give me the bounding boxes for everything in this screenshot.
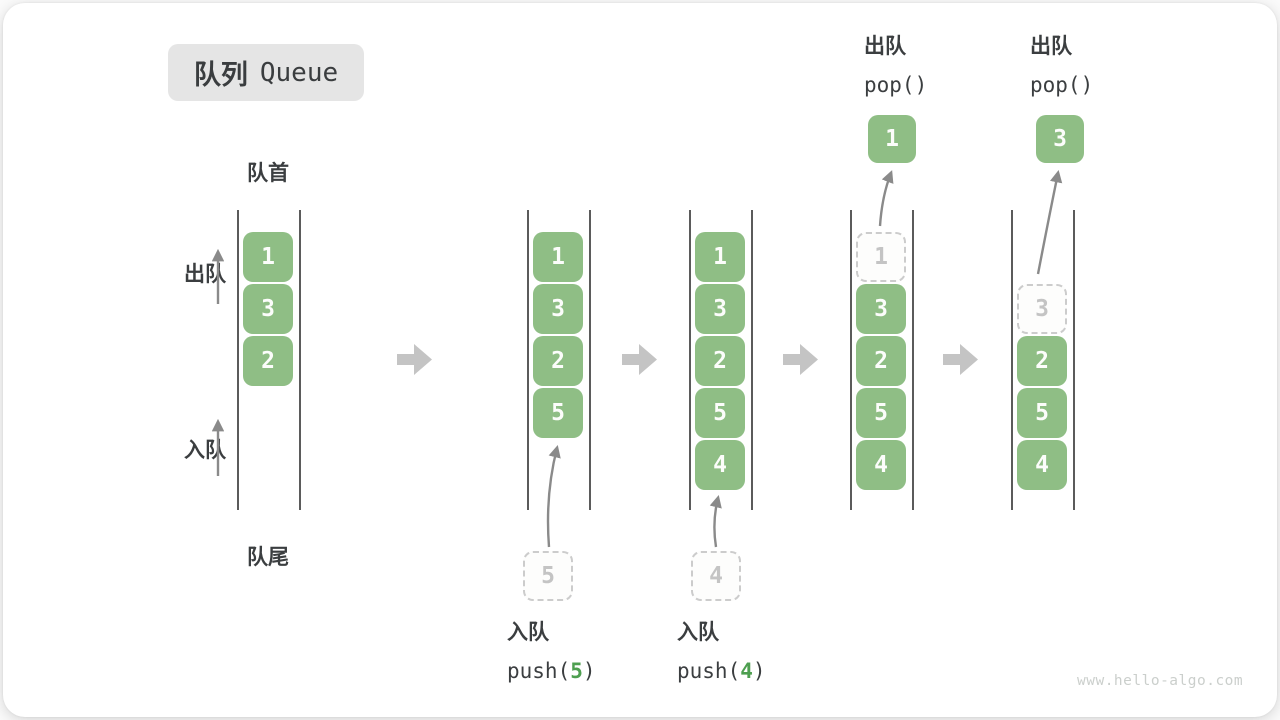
stage-transition-right-block-arrow-icon (622, 344, 657, 375)
queue-wall-right (1073, 210, 1075, 510)
title-en: Queue (259, 57, 339, 88)
caption-code: pop() (864, 73, 928, 97)
title-zh: 队列 (193, 60, 248, 90)
queue-cell: 3 (695, 284, 745, 334)
queue-wall-right (751, 210, 753, 510)
label-dequeue-side: 出队 (184, 263, 226, 286)
queue-cell: 5 (1017, 388, 1067, 438)
queue-cell: 2 (1017, 336, 1067, 386)
queue-cell-ghost: 1 (856, 232, 906, 282)
caption-dequeue: 出队 pop() (1030, 30, 1093, 97)
queue-cell: 5 (856, 388, 906, 438)
caption-action-label: 出队 (1030, 35, 1072, 58)
label-queue-rear: 队尾 (247, 546, 289, 569)
queue-cell: 3 (533, 284, 583, 334)
queue-cell: 3 (243, 284, 293, 334)
pending-cell-ghost: 5 (523, 551, 573, 601)
pending-cell-ghost: 4 (691, 551, 741, 601)
caption-enqueue: 入队 push(5) (507, 616, 596, 683)
queue-cell: 5 (695, 388, 745, 438)
popped-cell: 3 (1036, 115, 1084, 163)
queue-cell: 4 (856, 440, 906, 490)
queue-wall-left (527, 210, 529, 510)
caption-code-arg: 4 (740, 659, 753, 683)
queue-cell: 1 (695, 232, 745, 282)
queue-cell: 2 (856, 336, 906, 386)
queue-cell: 1 (243, 232, 293, 282)
stage-transition-right-block-arrow-icon (397, 344, 432, 375)
caption-code: push(5) (507, 659, 596, 683)
caption-dequeue: 出队 pop() (864, 30, 927, 97)
caption-action-label: 入队 (507, 621, 549, 644)
queue-cell: 4 (1017, 440, 1067, 490)
queue-wall-right (912, 210, 914, 510)
queue-wall-left (237, 210, 239, 510)
queue-cell: 3 (856, 284, 906, 334)
caption-code: pop() (1030, 73, 1094, 97)
queue-cell: 5 (533, 388, 583, 438)
caption-code: push(4) (677, 659, 766, 683)
stage-transition-right-block-arrow-icon (783, 344, 818, 375)
caption-action-label: 入队 (677, 621, 719, 644)
queue-cell: 4 (695, 440, 745, 490)
queue-cell: 2 (243, 336, 293, 386)
label-queue-front: 队首 (247, 162, 289, 185)
queue-wall-right (589, 210, 591, 510)
watermark: www.hello-algo.com (1077, 673, 1244, 689)
queue-wall-left (1011, 210, 1013, 510)
caption-action-label: 出队 (864, 35, 906, 58)
queue-cell: 2 (533, 336, 583, 386)
queue-cell: 1 (533, 232, 583, 282)
queue-wall-right (299, 210, 301, 510)
queue-cell: 2 (695, 336, 745, 386)
queue-cell-ghost: 3 (1017, 284, 1067, 334)
queue-wall-left (689, 210, 691, 510)
label-enqueue-side: 入队 (184, 439, 226, 462)
popped-cell: 1 (868, 115, 916, 163)
title-box: 队列 Queue (168, 44, 364, 101)
queue-wall-left (850, 210, 852, 510)
caption-enqueue: 入队 push(4) (677, 616, 766, 683)
caption-code-arg: 5 (570, 659, 583, 683)
stage-transition-right-block-arrow-icon (943, 344, 978, 375)
